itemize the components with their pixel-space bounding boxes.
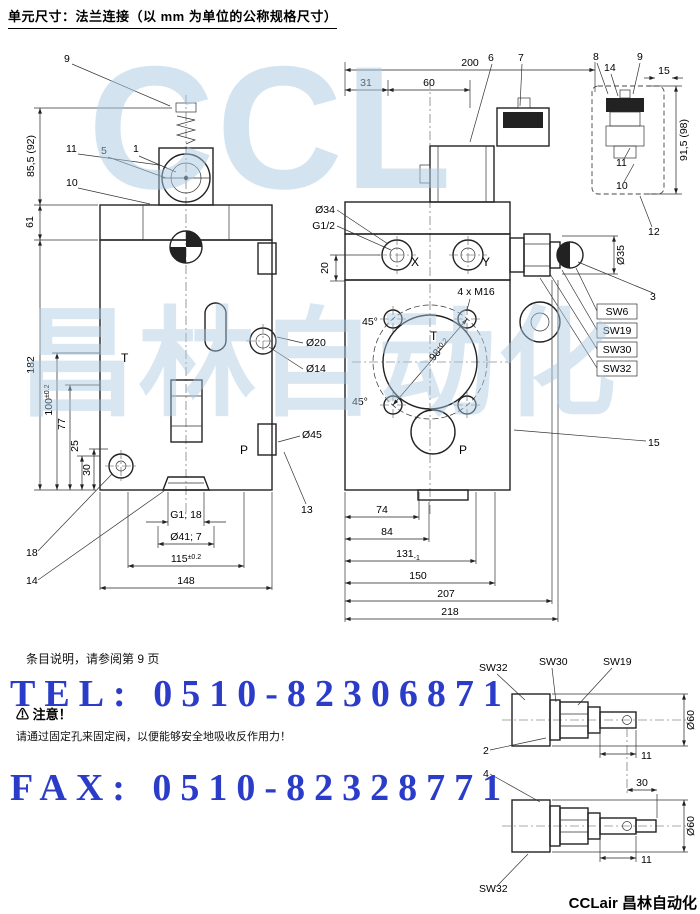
- right-view: [344, 80, 665, 515]
- dim-11-b: 11: [641, 854, 652, 866]
- dim-148: 148: [177, 575, 195, 587]
- g1-port: [161, 476, 211, 491]
- label-sw32-top: SW32: [479, 662, 508, 674]
- dim-g1-18: G1; 18: [170, 509, 202, 521]
- dim-84: 84: [381, 526, 393, 538]
- label-sw30: SW30: [539, 656, 568, 668]
- callout-13: 13: [301, 504, 313, 516]
- dim-d60-a: Ø60: [685, 710, 697, 730]
- dim-45-2: 45°: [352, 396, 368, 408]
- label-sw32-bottom: SW32: [479, 883, 508, 895]
- label-sw6: SW6: [606, 306, 629, 318]
- dim-77: 77: [56, 418, 68, 430]
- dim-45-1: 45°: [362, 316, 378, 328]
- dim-115: 115±0.2: [171, 553, 201, 565]
- dim-25: 25: [69, 440, 81, 452]
- page-title: 单元尺寸：法兰连接（以 mm 为单位的公称规格尺寸）: [8, 6, 338, 29]
- valve-body-side: [344, 279, 511, 491]
- dim-131: 131-1: [396, 548, 420, 562]
- callout-4: 4: [483, 768, 489, 780]
- port-p: P: [240, 443, 248, 457]
- port-t-side: T: [430, 329, 438, 343]
- dim-61: 61: [24, 216, 36, 228]
- slot: [204, 302, 227, 352]
- callout-12: 12: [648, 226, 660, 238]
- callout-1: 1: [133, 143, 139, 155]
- detail-box: [591, 85, 665, 195]
- dim-182: 182: [25, 356, 37, 374]
- left-view: [99, 95, 280, 512]
- warning-title: ⚠ 注意！: [16, 707, 72, 722]
- dim-d41-7: Ø41; 7: [170, 531, 202, 543]
- spring-symbol: [175, 115, 197, 145]
- callout-8: 8: [593, 51, 599, 63]
- dim-200: 200: [461, 57, 479, 69]
- callout-10: 10: [66, 177, 78, 189]
- right-view-dimensions: 200 31 60 6 7 8 14 9 15 11 10 91,5 (98) …: [312, 51, 690, 622]
- dim-207: 207: [437, 588, 455, 600]
- callout-7: 7: [518, 52, 524, 64]
- flange-plate: [344, 201, 511, 235]
- callout-14b: 14: [604, 62, 616, 74]
- callout-11b: 11: [616, 157, 627, 169]
- dim-60: 60: [423, 77, 435, 89]
- dim-85-5: 85,5 (92): [25, 135, 37, 177]
- callout-15-side: 15: [648, 437, 660, 449]
- port-y: Y: [482, 255, 490, 269]
- dim-m16: 4 x M16: [457, 286, 495, 298]
- warning-block: ⚠ 注意！ 请通过固定孔来固定阀，以便能够安全地吸收反作用力！: [16, 704, 306, 744]
- dim-d20: Ø20: [306, 337, 326, 349]
- callout-11: 11: [66, 143, 77, 155]
- callout-5: 5: [101, 145, 107, 157]
- solenoid-coil: [429, 145, 495, 203]
- label-sw19: SW19: [603, 656, 632, 668]
- dim-d34: Ø34: [315, 204, 335, 216]
- dim-d35: Ø35: [615, 245, 627, 265]
- side-fitting: [509, 237, 525, 273]
- dim-218: 218: [441, 606, 459, 618]
- footer-logo: CCLair 昌林自动化: [568, 895, 697, 912]
- callout-6: 6: [488, 52, 494, 64]
- callout-18: 18: [26, 547, 38, 559]
- callout-14: 14: [26, 575, 38, 587]
- callout-9b: 9: [637, 51, 643, 63]
- dim-91-5: 91,5 (98): [678, 119, 690, 161]
- dim-150: 150: [409, 570, 427, 582]
- port-x: X: [411, 255, 419, 269]
- dim-11-a: 11: [641, 750, 652, 762]
- dim-d60-b: Ø60: [685, 816, 697, 836]
- dim-15-top: 15: [658, 65, 670, 77]
- reference-note: 条目说明，请参阅第 9 页: [26, 652, 160, 666]
- main-drawing: 85,5 (92) 61 182 100±0.2 77 25 30 9 11 5…: [24, 51, 690, 622]
- adjuster-screw: [175, 102, 197, 113]
- label-sw30: SW30: [603, 344, 632, 356]
- dim-30-offset: 30: [636, 777, 648, 789]
- dim-31: 31: [360, 77, 372, 89]
- callout-10b: 10: [616, 180, 628, 192]
- dim-20: 20: [319, 262, 331, 274]
- dim-g12: G1/2: [312, 220, 335, 232]
- label-sw19: SW19: [603, 325, 632, 337]
- detail-view: SW32 SW30 SW19 Ø60 11 2 30 4: [479, 656, 697, 895]
- side-ear: [519, 301, 561, 343]
- dim-74: 74: [376, 504, 388, 516]
- callout-9: 9: [64, 53, 70, 65]
- callout-3: 3: [650, 291, 656, 303]
- dim-100: 100±0.2: [43, 384, 55, 415]
- port-t: T: [121, 351, 129, 365]
- flange-circle: [382, 314, 478, 410]
- detail-drawing: SW32 SW30 SW19 Ø60 11 2 30 4: [479, 656, 697, 895]
- warning-body: 请通过固定孔来固定阀，以便能够安全地吸收反作用力！: [16, 731, 291, 743]
- label-sw32: SW32: [603, 363, 632, 375]
- dim-d14: Ø14: [306, 363, 326, 375]
- watermark-fax: FAX: 0510-82328771: [10, 767, 511, 809]
- dim-30: 30: [81, 464, 93, 476]
- callout-2: 2: [483, 745, 489, 757]
- dim-d45: Ø45: [302, 429, 322, 441]
- port-p-side: P: [459, 443, 467, 457]
- left-view-dimensions: 85,5 (92) 61 182 100±0.2 77 25 30 9 11 5…: [24, 53, 326, 590]
